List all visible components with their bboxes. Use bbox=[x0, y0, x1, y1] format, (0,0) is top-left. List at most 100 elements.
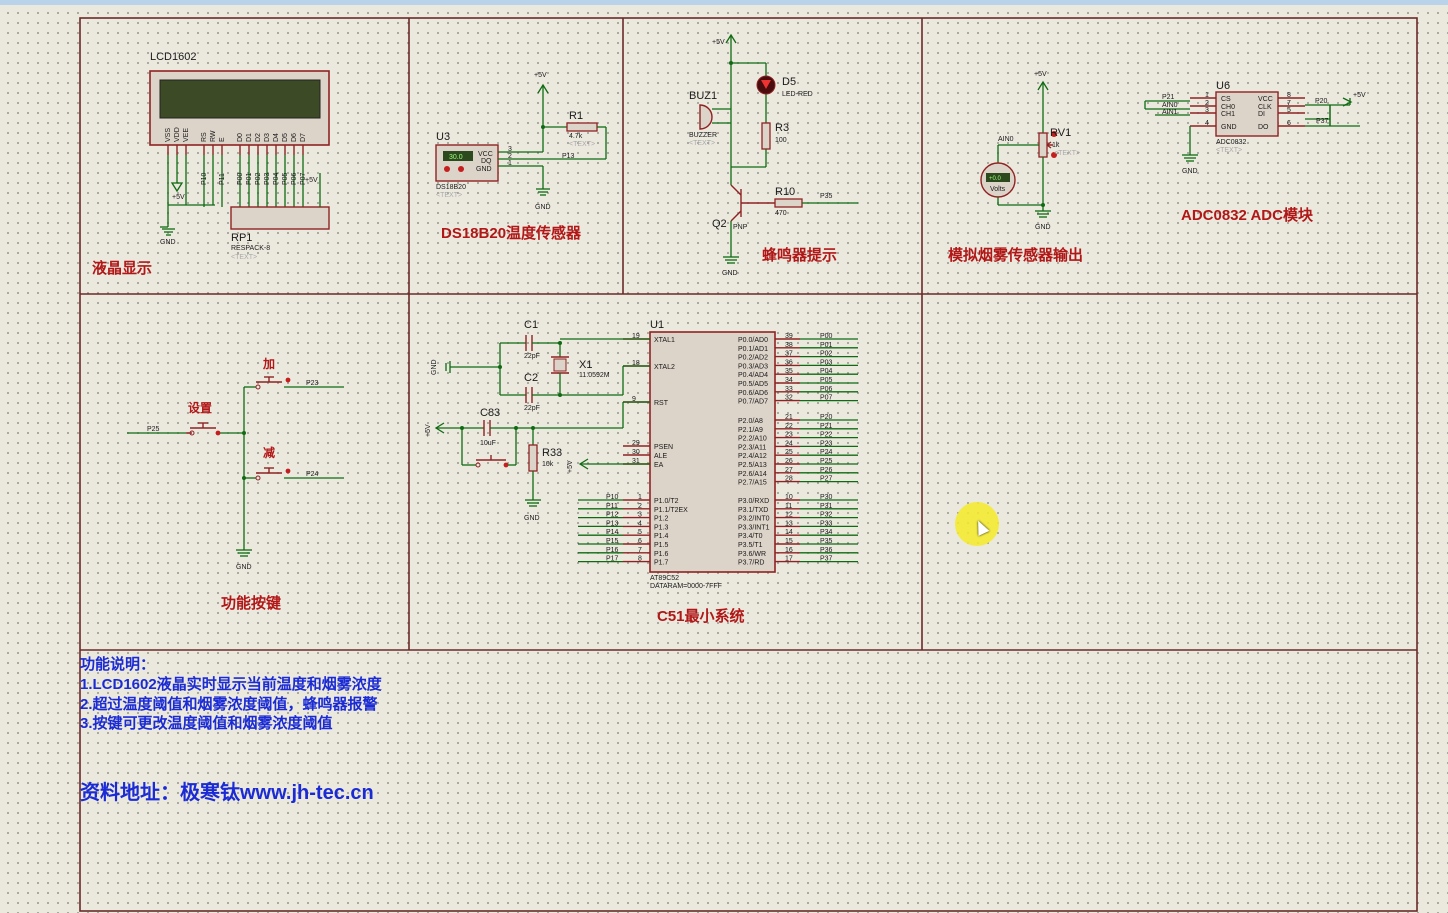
schematic-drawing[interactable]: 液晶显示 DS18B20温度传感器 蜂鸣器提示 模拟烟雾传感器输出 ADC083… bbox=[0, 5, 1448, 913]
key-net-p25: P25 bbox=[147, 426, 160, 433]
r3-ref: R3 bbox=[775, 122, 789, 134]
mcu-left-pin-num: 30 bbox=[632, 449, 640, 456]
d5-part: LED-RED bbox=[782, 91, 813, 98]
mcu-p1-num: 4 bbox=[638, 520, 642, 527]
lcd-pin-label: D7 bbox=[300, 133, 307, 142]
mcu-right-net: P06 bbox=[820, 386, 833, 393]
lcd-pin-label: VDD bbox=[174, 127, 181, 142]
mcu-left-pin-name: ALE bbox=[654, 453, 668, 460]
mcu-p1-net: P13 bbox=[606, 520, 619, 527]
buz-vcc-label: +5V bbox=[712, 39, 725, 46]
mcu-right-net: P04 bbox=[820, 368, 833, 375]
ds18b20-component[interactable]: U3 30.0 VCC DQ GND 3 2 1 +5V R1 4.7k <TE… bbox=[435, 72, 607, 211]
mcu-p1-net: P16 bbox=[606, 547, 619, 554]
mcu-right-num: 37 bbox=[785, 351, 793, 358]
ea-vcc-label: +5V bbox=[567, 460, 574, 473]
lcd-net-label: P07 bbox=[300, 172, 307, 185]
buzzer-component[interactable]: +5V D5 LED-RED R3 100 BUZ1 BUZZER <TEXT>… bbox=[689, 33, 858, 277]
adc0832-component[interactable]: U6 CS1CH02CH13GND4VCC8CLK7DI5DO6P21AIN0A… bbox=[1144, 80, 1366, 175]
mcu-p1-num: 1 bbox=[638, 494, 642, 501]
buz1-text: <TEXT> bbox=[689, 140, 715, 147]
adc-right-pin: DI bbox=[1258, 111, 1265, 118]
key-net-p24: P24 bbox=[306, 471, 319, 478]
section-title-adc: ADC0832 ADC模块 bbox=[1181, 206, 1314, 224]
adc-left-num: 3 bbox=[1205, 107, 1209, 114]
lcd-pin-label: E bbox=[219, 137, 226, 142]
mcu-right-name: P2.2/A10 bbox=[738, 436, 767, 443]
x1-value: 11.0592M bbox=[579, 372, 610, 379]
section-title-smoke: 模拟烟雾传感器输出 bbox=[948, 246, 1083, 264]
adc-net-p37: P37 bbox=[1316, 118, 1329, 125]
smoke-gnd-label: GND bbox=[1035, 224, 1051, 231]
lcd-pin-label: D2 bbox=[255, 133, 262, 142]
c1-value: 22pF bbox=[524, 353, 540, 360]
r1-text: <TEXT> bbox=[569, 141, 595, 148]
smoke-sensor-component[interactable]: +5V RV1 1k <TEXT> GND AIN0 +0.0 Volts bbox=[980, 71, 1080, 231]
mcu-p1-net: P10 bbox=[606, 494, 619, 501]
q2-ref: Q2 bbox=[712, 218, 727, 230]
adc-left-num: 2 bbox=[1205, 100, 1209, 107]
schematic-canvas[interactable]: 液晶显示 DS18B20温度传感器 蜂鸣器提示 模拟烟雾传感器输出 ADC083… bbox=[0, 5, 1448, 913]
rv1-ref: RV1 bbox=[1050, 127, 1071, 139]
d5-ref: D5 bbox=[782, 76, 796, 88]
mcu-right-num: 27 bbox=[785, 467, 793, 474]
mcu-right-name: P3.1/TXD bbox=[738, 507, 768, 514]
key-add-label: 加 bbox=[262, 356, 275, 371]
ds-pin-num-2: 2 bbox=[508, 153, 512, 160]
lcd-net-label: P03 bbox=[264, 172, 271, 185]
rp-value: RESPACK-8 bbox=[231, 245, 270, 252]
r1-value: 4.7k bbox=[569, 133, 583, 140]
mcu-left-pin-name: EA bbox=[654, 462, 664, 469]
section-title-keys: 功能按键 bbox=[221, 594, 281, 612]
ds-text: <TEXT> bbox=[436, 192, 462, 199]
ds-part: DS18B20 bbox=[436, 184, 466, 191]
mcu-right-net: P34 bbox=[820, 529, 833, 536]
adc-ref: U6 bbox=[1216, 80, 1230, 92]
mcu-right-name: P3.2/INT0 bbox=[738, 516, 770, 523]
mcu-p1-num: 5 bbox=[638, 529, 642, 536]
adc-right-num: 6 bbox=[1287, 120, 1291, 127]
mcu-left-pin-name: PSEN bbox=[654, 444, 673, 451]
lcd-vcc-label: +5V bbox=[172, 194, 185, 201]
ds-pin-num-1: 1 bbox=[508, 160, 512, 167]
rv1-value: 1k bbox=[1052, 142, 1060, 149]
mcu-p1-name: P1.1/T2EX bbox=[654, 507, 688, 514]
ds-pin-dq: DQ bbox=[481, 158, 492, 165]
mcu-right-num: 14 bbox=[785, 529, 793, 536]
lcd-gnd-label: GND bbox=[160, 239, 176, 246]
x1-ref: X1 bbox=[579, 359, 592, 371]
c2-ref: C2 bbox=[524, 372, 538, 384]
adc-right-pin: DO bbox=[1258, 124, 1269, 131]
section-title-buzzer: 蜂鸣器提示 bbox=[762, 246, 837, 264]
adc-left-pin: CS bbox=[1221, 96, 1231, 103]
adc-left-pin: CH1 bbox=[1221, 111, 1235, 118]
meter-reading: +0.0 bbox=[989, 176, 1002, 182]
adc-net-p20: P20 bbox=[1315, 98, 1328, 105]
mcu-p1-net: P12 bbox=[606, 512, 619, 519]
mcu-right-num: 15 bbox=[785, 538, 793, 545]
adc-gnd-label: GND bbox=[1182, 168, 1198, 175]
adc-net-ain1: AIN1 bbox=[1162, 109, 1178, 116]
lcd-pin-label: D5 bbox=[282, 133, 289, 142]
lcd-pin-label: D1 bbox=[246, 133, 253, 142]
keys-component[interactable]: P25 设置 加 P23 减 P24 GND bbox=[127, 356, 344, 571]
mcu-right-num: 36 bbox=[785, 359, 793, 366]
mcu-right-num: 11 bbox=[785, 503, 792, 510]
rp-vcc-label: +5V bbox=[305, 177, 318, 184]
lcd-net-label: P06 bbox=[291, 172, 298, 185]
mcu-right-name: P0.2/AD2 bbox=[738, 355, 768, 362]
mcu-p1-name: P1.3 bbox=[654, 524, 669, 531]
lcd-net-label: P01 bbox=[246, 172, 253, 185]
mcu-right-num: 24 bbox=[785, 440, 793, 447]
mcu-dataram: DATARAM=0000-7FFF bbox=[650, 583, 722, 590]
mcu-right-num: 12 bbox=[785, 512, 793, 519]
ds-pin-gnd: GND bbox=[476, 166, 492, 173]
mcu-right-net: P23 bbox=[820, 440, 833, 447]
adc-text: <TEXT> bbox=[1216, 147, 1242, 154]
mcu-right-num: 17 bbox=[785, 556, 793, 563]
smoke-net: AIN0 bbox=[998, 136, 1014, 143]
c2-value: 22pF bbox=[524, 405, 540, 412]
mcu-component[interactable]: U1 19XTAL118XTAL29RST29PSEN30ALE31EA1P1.… bbox=[425, 319, 858, 590]
lcd-pin-label: D0 bbox=[237, 133, 244, 142]
